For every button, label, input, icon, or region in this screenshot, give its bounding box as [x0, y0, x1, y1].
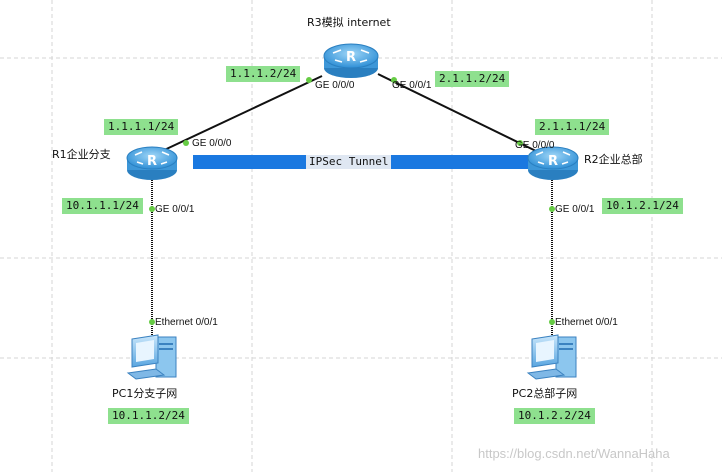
port-dots [149, 77, 555, 325]
svg-text:R: R [548, 154, 558, 169]
router-icon-r3[interactable]: R [323, 43, 379, 78]
port-label-pc1-eth: Ethernet 0/0/1 [155, 317, 218, 328]
router-icon-r2[interactable]: R [527, 146, 579, 180]
port-label-r1-down: GE 0/0/1 [155, 204, 195, 215]
ip-label-r3-g001: 2.1.1.2/24 [435, 71, 510, 87]
ip-label-r1-g001: 10.1.1.1/24 [62, 198, 143, 214]
router-icon-r1[interactable]: R [126, 146, 178, 180]
ip-label-pc2: 10.1.2.2/24 [514, 408, 595, 424]
device-name-pc1: PC1分支子网 [112, 387, 178, 400]
ip-label-r1-g000: 1.1.1.1/24 [104, 119, 179, 135]
svg-text:R: R [346, 50, 356, 65]
link-r3-r1[interactable] [159, 75, 323, 153]
ip-label-pc1: 10.1.1.2/24 [108, 408, 189, 424]
port-label-r3-left: GE 0/0/0 [315, 80, 355, 91]
port-label-pc2-eth: Ethernet 0/0/1 [555, 317, 618, 328]
ip-label-r2-g001: 10.1.2.1/24 [602, 198, 683, 214]
link-r3-r2[interactable] [377, 73, 539, 153]
device-name-r2: R2企业总部 [584, 153, 643, 166]
ip-label-r3-g000: 1.1.1.2/24 [226, 66, 301, 82]
svg-text:R: R [147, 154, 157, 169]
ip-label-r2-g000: 2.1.1.1/24 [535, 119, 610, 135]
device-name-r3: R3模拟 internet [307, 16, 391, 29]
device-name-pc2: PC2总部子网 [512, 387, 578, 400]
port-label-r2-down: GE 0/0/1 [555, 204, 595, 215]
port-label-r2-up: GE 0/0/0 [515, 140, 555, 151]
port-label-r3-right: GE 0/0/1 [392, 80, 432, 91]
device-name-r1: R1企业分支 [52, 148, 111, 161]
pc-icon-pc2[interactable] [526, 334, 577, 380]
links [151, 73, 553, 340]
port-label-r1-up: GE 0/0/0 [192, 138, 232, 149]
ipsec-tunnel-label: IPSec Tunnel [306, 155, 392, 169]
pc-icon-pc1[interactable] [126, 334, 177, 380]
watermark: https://blog.csdn.net/WannaHaha [478, 446, 670, 461]
